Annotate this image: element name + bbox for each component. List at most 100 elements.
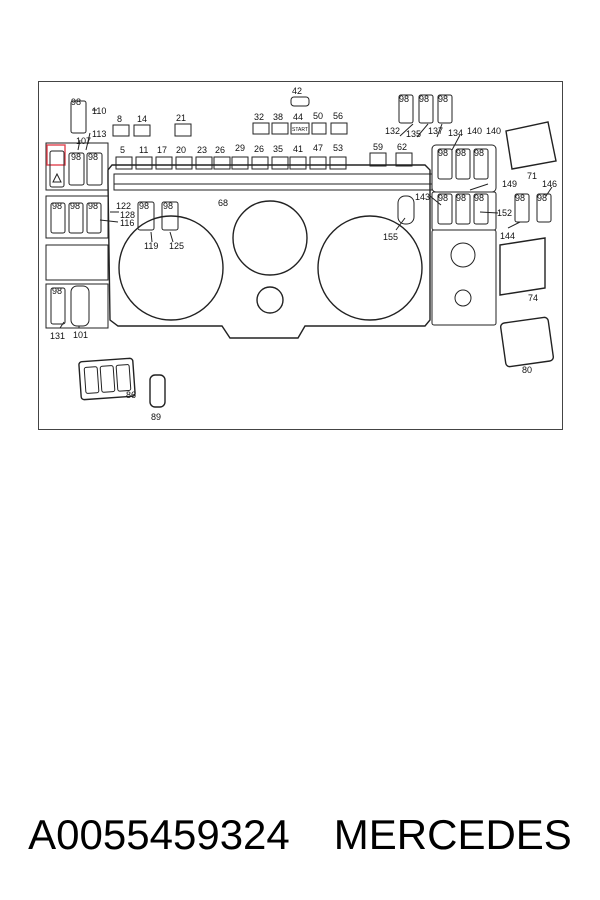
callout-74: 74 bbox=[528, 293, 538, 303]
warning-light-strip bbox=[113, 173, 433, 191]
switch-125 bbox=[161, 201, 179, 231]
callout-20: 20 bbox=[176, 145, 186, 155]
callout-38: 38 bbox=[273, 112, 283, 122]
callout-29: 29 bbox=[235, 143, 245, 153]
highlighted-switch-frame bbox=[46, 144, 66, 166]
callout-68: 68 bbox=[218, 198, 228, 208]
callout-62: 62 bbox=[397, 142, 407, 152]
callout-125: 125 bbox=[169, 241, 184, 251]
top-right-switches bbox=[398, 94, 453, 124]
knob-155 bbox=[397, 195, 415, 225]
small-gauge bbox=[256, 286, 284, 314]
callout-47: 47 bbox=[313, 143, 323, 153]
callout-53: 53 bbox=[333, 143, 343, 153]
callout-134: 134 bbox=[448, 128, 463, 138]
callout-26: 26 bbox=[215, 145, 225, 155]
switch-98-label: 98 bbox=[515, 193, 525, 203]
switch-98-label: 98 bbox=[474, 193, 484, 203]
callout-17: 17 bbox=[157, 145, 167, 155]
callout-152: 152 bbox=[497, 208, 512, 218]
start-icon-label: START bbox=[292, 127, 308, 133]
right-lower-panel bbox=[431, 229, 497, 326]
instrument-cluster-outline bbox=[107, 164, 431, 339]
switch-frame-86 bbox=[78, 357, 136, 401]
callout-140: 140 bbox=[467, 126, 482, 136]
callout-50: 50 bbox=[313, 111, 323, 121]
switch-98-label: 98 bbox=[438, 94, 448, 104]
callout-56: 56 bbox=[333, 111, 343, 121]
leader-lines bbox=[59, 109, 553, 329]
switch-98-label: 98 bbox=[70, 201, 80, 211]
switch-98-label: 98 bbox=[163, 201, 173, 211]
callout-122: 122 bbox=[116, 201, 131, 211]
callout-131: 131 bbox=[50, 331, 65, 341]
blank-panel-74 bbox=[499, 237, 546, 296]
callout-71: 71 bbox=[527, 171, 537, 181]
switch-98-label: 98 bbox=[71, 97, 81, 107]
callout-144: 144 bbox=[500, 231, 515, 241]
left-blank-panel bbox=[45, 244, 109, 281]
callout-32: 32 bbox=[254, 112, 264, 122]
callout-110: 110 bbox=[92, 106, 106, 116]
callout-44: 44 bbox=[293, 112, 303, 122]
blank-switch-89 bbox=[149, 374, 166, 408]
speedometer-gauge bbox=[118, 215, 224, 321]
callout-89: 89 bbox=[151, 412, 161, 422]
switch-98-label: 98 bbox=[71, 152, 81, 162]
switch-98-label: 98 bbox=[438, 148, 448, 158]
switch-98-label: 98 bbox=[52, 286, 62, 296]
callout-59: 59 bbox=[373, 142, 383, 152]
switch-98-label: 98 bbox=[52, 201, 62, 211]
switch-98-label: 98 bbox=[399, 94, 409, 104]
callout-128: 128 bbox=[120, 210, 135, 220]
left-switch-panel-upper bbox=[45, 142, 109, 191]
callout-101: 101 bbox=[73, 330, 88, 340]
callout-149: 149 bbox=[502, 179, 517, 189]
switch-98-label: 98 bbox=[139, 201, 149, 211]
switch-98-label: 98 bbox=[438, 193, 448, 203]
callout-14: 14 bbox=[137, 114, 147, 124]
callout-8: 8 bbox=[117, 114, 122, 124]
callout-11: 11 bbox=[139, 145, 148, 155]
callout-107: 107 bbox=[76, 136, 91, 146]
cover-plate-71 bbox=[505, 121, 557, 170]
upper-icon-row bbox=[112, 96, 348, 137]
switch-98-label: 98 bbox=[88, 201, 98, 211]
tachometer-gauge bbox=[317, 215, 423, 321]
switch-119 bbox=[137, 201, 155, 231]
callout-26: 26 bbox=[254, 144, 264, 154]
brand-name: MERCEDES bbox=[333, 811, 572, 858]
callout-132: 132 bbox=[385, 126, 400, 136]
callout-143: 143 bbox=[415, 192, 430, 202]
callout-42: 42 bbox=[292, 86, 302, 96]
part-caption: A0055459324 MERCEDES bbox=[0, 800, 600, 870]
switch-98-label: 98 bbox=[88, 152, 98, 162]
switch-98-label: 98 bbox=[456, 193, 466, 203]
right-switches bbox=[437, 148, 552, 225]
clock-gauge bbox=[232, 200, 308, 276]
callout-113: 113 bbox=[92, 129, 106, 139]
switch-98-label: 98 bbox=[419, 94, 429, 104]
callout-21: 21 bbox=[176, 113, 186, 123]
callout-116: 116 bbox=[120, 218, 134, 228]
switch-98-label: 98 bbox=[474, 148, 484, 158]
callout-labels: 42 110 8 14 21 32 38 44 50 56 132 135 13… bbox=[50, 86, 557, 422]
callout-155: 155 bbox=[383, 232, 398, 242]
hazard-icon bbox=[52, 172, 62, 183]
switch-62 bbox=[49, 150, 65, 188]
left-switch-panel-lower bbox=[45, 283, 109, 329]
callout-135: 135 bbox=[406, 129, 421, 139]
right-small-round-control bbox=[454, 289, 472, 307]
callout-86: 86 bbox=[126, 390, 136, 400]
switch-plate-80 bbox=[499, 316, 555, 368]
callout-5: 5 bbox=[120, 145, 125, 155]
switch-98-label: 98 bbox=[456, 148, 466, 158]
indicator-icon-row bbox=[115, 152, 413, 170]
diagram-frame bbox=[38, 81, 563, 430]
callout-35: 35 bbox=[273, 144, 283, 154]
callout-137: 137 bbox=[428, 126, 443, 136]
callout-140: 140 bbox=[486, 126, 501, 136]
callout-23: 23 bbox=[197, 145, 207, 155]
callout-119: 119 bbox=[144, 241, 158, 251]
